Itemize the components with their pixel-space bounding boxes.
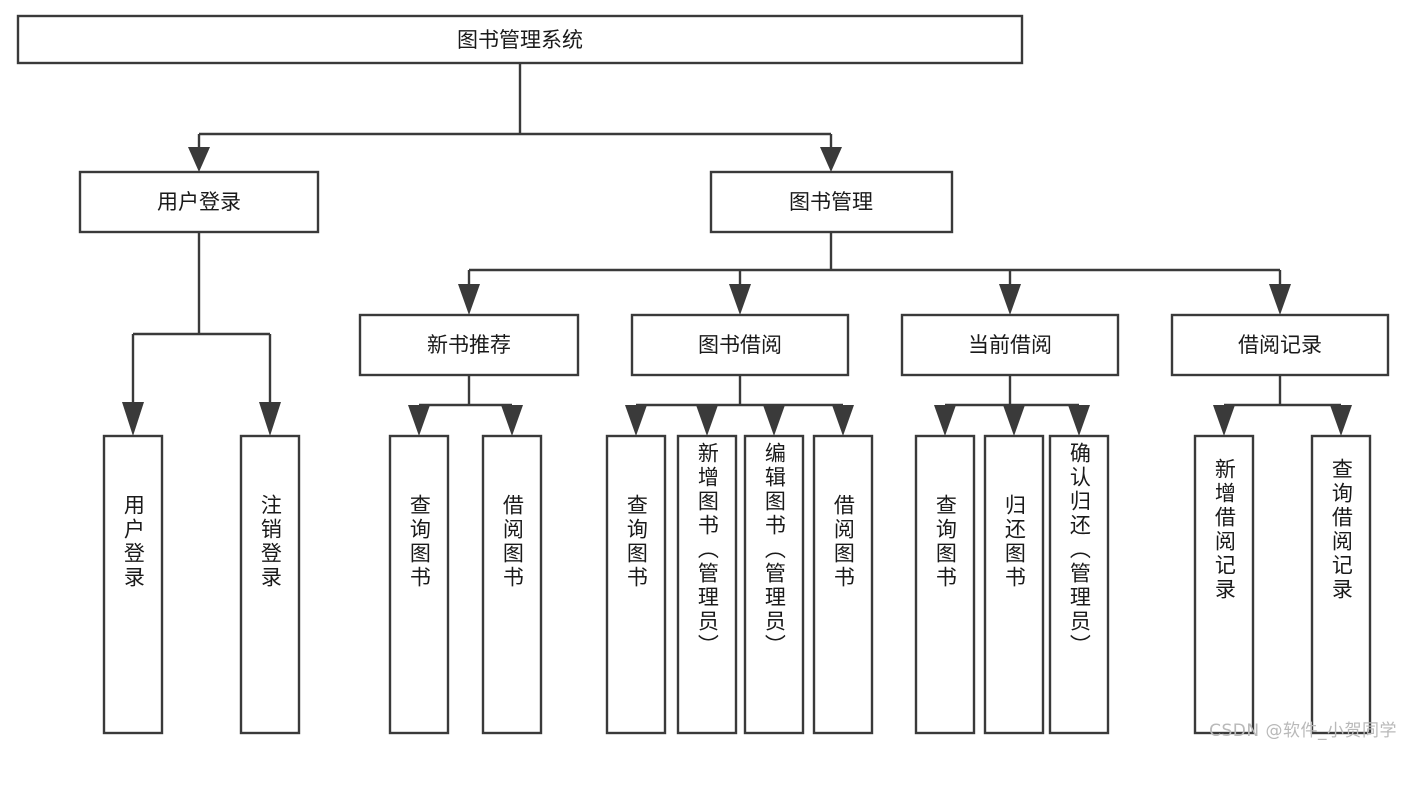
- arrowhead-to-book-borrow: [729, 284, 751, 315]
- node-new-book-recommend-box[interactable]: [358, 313, 580, 377]
- node-user-login-box[interactable]: [78, 170, 320, 234]
- arrowhead-to-leaf-query-book-2: [625, 405, 647, 436]
- node-user-login[interactable]: 用户登录: [78, 170, 320, 234]
- leaf-add-book-box[interactable]: [676, 434, 738, 735]
- arrowhead-to-leaf-user-logout: [259, 402, 281, 436]
- arrowhead-to-user-login: [188, 147, 210, 172]
- arrowhead-to-book-manage: [820, 147, 842, 172]
- arrowhead-to-borrow-record: [1269, 284, 1291, 315]
- node-book-manage-label: 图书管理: [789, 190, 873, 214]
- arrowhead-to-leaf-return-book: [1003, 405, 1025, 436]
- leaf-borrow-book-2-box[interactable]: [812, 434, 874, 735]
- csdn-watermark: CSDN @软件_小贺同学: [1209, 721, 1397, 741]
- arrowhead-to-leaf-add-record: [1213, 405, 1235, 436]
- node-root[interactable]: 图书管理系统: [16, 14, 1024, 65]
- leaf-borrow-book-1-box[interactable]: [481, 434, 543, 735]
- node-current-borrow-box[interactable]: [900, 313, 1120, 377]
- node-borrow-record-label: 借阅记录: [1238, 333, 1322, 357]
- arrowhead-to-leaf-user-login: [122, 402, 144, 436]
- arrowhead-to-leaf-edit-book: [763, 405, 785, 436]
- node-user-login-label: 用户登录: [157, 190, 241, 214]
- arrowhead-to-leaf-borrow-book-1: [501, 405, 523, 436]
- leaf-add-record-box[interactable]: [1193, 434, 1255, 735]
- leaf-return-book-box[interactable]: [983, 434, 1045, 735]
- leaf-user-logout-box[interactable]: [239, 434, 301, 735]
- node-book-borrow-box[interactable]: [630, 313, 850, 377]
- leaf-query-book-2-box[interactable]: [605, 434, 667, 735]
- nodes-layer: 图书管理系统 用户登录 图书管理 新书推荐 图书借阅: [16, 14, 1390, 735]
- arrowhead-to-new-book-recommend: [458, 284, 480, 315]
- arrowhead-to-leaf-borrow-book-2: [832, 405, 854, 436]
- leaf-boxes-layer: [102, 434, 1372, 735]
- leaf-query-book-1-box[interactable]: [388, 434, 450, 735]
- node-current-borrow-label: 当前借阅: [968, 333, 1052, 357]
- arrowheads-layer: [122, 147, 1352, 436]
- node-book-borrow[interactable]: 图书借阅: [630, 313, 850, 377]
- node-root-label: 图书管理系统: [457, 28, 583, 52]
- leaf-edit-book-box[interactable]: [743, 434, 805, 735]
- node-new-book-recommend-label: 新书推荐: [427, 333, 511, 357]
- arrowhead-to-leaf-query-book-3: [934, 405, 956, 436]
- leaf-user-login-box[interactable]: [102, 434, 164, 735]
- node-current-borrow[interactable]: 当前借阅: [900, 313, 1120, 377]
- node-book-borrow-label: 图书借阅: [698, 333, 782, 357]
- node-book-manage[interactable]: 图书管理: [709, 170, 954, 234]
- node-new-book-recommend[interactable]: 新书推荐: [358, 313, 580, 377]
- node-root-box[interactable]: [16, 14, 1024, 65]
- node-borrow-record[interactable]: 借阅记录: [1170, 313, 1390, 377]
- arrowhead-to-current-borrow: [999, 284, 1021, 315]
- diagram-canvas: 图书管理系统 用户登录 图书管理 新书推荐 图书借阅: [16, 14, 1390, 735]
- node-book-manage-box[interactable]: [709, 170, 954, 234]
- leaf-query-book-3-box[interactable]: [914, 434, 976, 735]
- arrowhead-to-leaf-confirm-return: [1068, 405, 1090, 436]
- node-borrow-record-box[interactable]: [1170, 313, 1390, 377]
- org-chart-diagram: 图书管理系统 用户登录 图书管理 新书推荐 图书借阅: [16, 14, 1397, 741]
- arrowhead-to-leaf-add-book: [696, 405, 718, 436]
- leaf-query-record-box[interactable]: [1310, 434, 1372, 735]
- arrowhead-to-leaf-query-book-1: [408, 405, 430, 436]
- leaf-confirm-return-box[interactable]: [1048, 434, 1110, 735]
- arrowhead-to-leaf-query-record: [1330, 405, 1352, 436]
